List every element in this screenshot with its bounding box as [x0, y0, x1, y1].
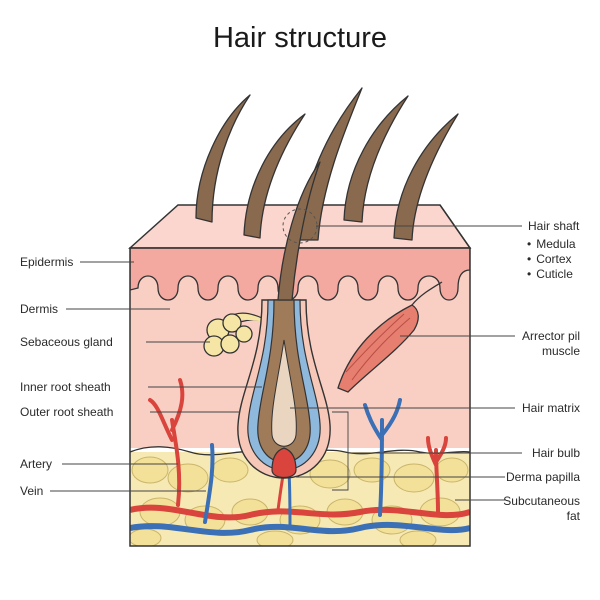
label-hair-bulb: Hair bulb — [531, 446, 580, 460]
label-arrector-pili: Arrector pil muscle — [500, 329, 580, 359]
label-dermis: Dermis — [20, 302, 58, 316]
label-artery: Artery — [20, 457, 53, 471]
hairs — [195, 87, 459, 301]
vein-vessel — [130, 521, 470, 536]
label-arrector-pili-line1: Arrector pil — [521, 329, 580, 343]
leader-lines — [50, 225, 522, 501]
label-subcutaneous-line2: fat — [566, 509, 580, 523]
diagram-title: Hair structure — [212, 22, 388, 54]
hair-strand-5 — [393, 113, 459, 241]
vein-branch-left — [203, 443, 215, 524]
label-hair-matrix: Hair matrix — [521, 401, 580, 415]
label-subcutaneous-fat: Subcutaneous fat — [490, 494, 580, 524]
vein-branch-right — [363, 398, 402, 517]
derma-papilla — [271, 447, 297, 479]
label-sebaceous-gland: Sebaceous gland — [20, 335, 113, 349]
main-hair-shaft — [277, 161, 321, 301]
artery-branch-left — [148, 378, 185, 507]
hair-follicle — [237, 299, 331, 479]
label-vein: Vein — [20, 484, 44, 498]
epidermis-layer — [130, 248, 470, 301]
label-arrector-pili-line2: muscle — [541, 344, 580, 358]
label-derma-papilla: Derma papilla — [505, 470, 580, 484]
label-inner-root-sheath: Inner root sheath — [20, 380, 111, 394]
hair-shaft-part: Cuticle — [527, 267, 576, 282]
hair-strand-1 — [195, 94, 251, 223]
arrector-pili-muscle — [337, 281, 443, 393]
hair-shaft-part: Medula — [527, 237, 575, 252]
hair-shaft-parts-list: Medula Cortex Cuticle — [527, 237, 576, 282]
label-subcutaneous-line1: Subcutaneous — [503, 494, 580, 508]
hair-matrix — [271, 339, 297, 447]
hair-shaft-part: Cortex — [527, 252, 576, 267]
label-epidermis: Epidermis — [20, 255, 74, 269]
artery-vessel — [130, 504, 470, 521]
hair-strand-4 — [343, 95, 409, 223]
hair-strand-2 — [243, 113, 306, 239]
artery-branch-right — [426, 436, 448, 514]
sebaceous-gland — [203, 312, 271, 357]
label-outer-root-sheath: Outer root sheath — [20, 405, 114, 419]
label-hair-shaft: Hair shaft — [528, 219, 580, 233]
